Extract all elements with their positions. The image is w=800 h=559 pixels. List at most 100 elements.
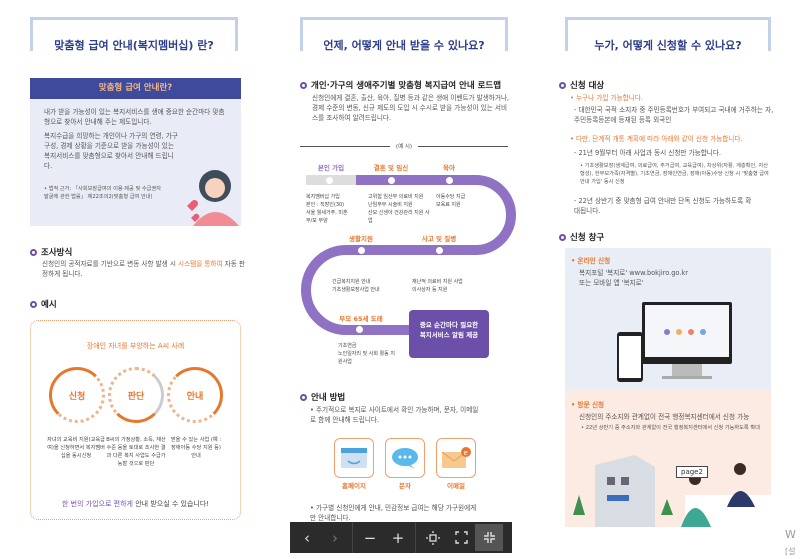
stage-label: 결혼 및 임신 <box>373 164 409 172</box>
channel-label: 문자 <box>399 482 411 490</box>
roadmap-text: 신청인에게 결혼, 출산, 육아, 질병 등과 같은 생애 이벤트가 발생하거나… <box>312 94 510 122</box>
stage-label: 사고 및 질병 <box>421 235 457 243</box>
footer-highlight: 한 번의 가입으로 편하게 <box>61 500 133 508</box>
stage-item: 기초연금 <box>338 343 357 349</box>
example-divider: (예 시) <box>300 142 509 150</box>
shrink-icon <box>483 532 495 543</box>
survey-method-text: 신청인의 공적자료를 기반으로 변동 사항 발생 시 시스템을 통하여 자동 판… <box>42 259 247 279</box>
exit-fullscreen-button[interactable] <box>475 524 503 551</box>
page-title: 맞춤형 급여 안내(복지멤버십) 란? <box>54 39 214 52</box>
target-point-1: • 누구나 가입 가능합니다. <box>570 94 643 102</box>
svg-text:e: e <box>464 449 468 457</box>
page-title-box: 맞춤형 급여 안내(복지멤버십) 란? <box>30 17 238 53</box>
target-point-2: • 다만, 단계적 개통 계획에 따라 아래와 같이 신청 가능합니다. <box>570 135 743 143</box>
stage-label: 육아 <box>443 164 455 172</box>
stage-item: 산모 신생아 건강관리 지원 사업 <box>368 210 430 224</box>
document-page-1: 맞춤형 급여 안내(복지멤버십) 란? 맞춤형 급여 안내란? 내가 받을 가능… <box>22 0 250 559</box>
visit-title: • 방문 신청 <box>571 401 605 409</box>
footer-text: 안내 받으실 수 있습니다! <box>132 500 210 508</box>
step-description: 자녀의 교육비 지원(교육급여)을 신청하면서 복지멤버십을 동시신청 <box>47 437 105 459</box>
previous-page-button[interactable]: ‹ <box>293 524 321 551</box>
bullet-icon <box>30 248 37 256</box>
target-point-2-expansion: - 22년 상반기 중 맞춤형 급여 안내만 단독 신청도 가능하도록 확대됩니… <box>574 197 752 215</box>
zoom-in-button[interactable]: + <box>384 524 412 551</box>
stage-item: 기초생활보장사업 안내 <box>332 287 380 293</box>
step-label: 판단 <box>127 391 145 402</box>
stage-item: 부/모 부양 <box>306 218 328 224</box>
page-title-box: 누가, 어떻게 신청할 수 있나요? <box>565 17 771 53</box>
side-text: W <box>785 528 796 541</box>
heading-text: 개인·가구의 생애주기별 맞춤형 복지급여 안내 로드맵 <box>311 81 502 91</box>
document-page-2: 언제, 어떻게 안내 받을 수 있나요? 개인·가구의 생애주기별 맞춤형 복지… <box>286 0 518 559</box>
chevron-left-icon: ‹ <box>304 528 310 547</box>
example-title: 장애인 자녀를 부양하는 A씨 사례 <box>86 342 185 350</box>
stage-item: 노인일자리 및 사회 활동 지원사업 <box>338 351 395 365</box>
stage-item: 난임부부 시술비 지원 <box>368 202 413 208</box>
highlight-text: 시스템을 통하여 <box>178 260 223 268</box>
step-label: 안내 <box>186 391 204 402</box>
fit-page-button[interactable] <box>419 524 447 551</box>
toolbar-divider <box>352 522 353 553</box>
stage-item: 아동수당 지급 <box>436 194 466 200</box>
method-heading: 안내 방법 <box>300 391 345 403</box>
target-point-1-detail: - 대한민국 국적 소지자 중 주민등록번호가 부여되고 국내에 거주하는 자,… <box>574 106 774 124</box>
heading-text: 신청 대상 <box>570 81 605 91</box>
method-text: • 주기적으로 복지로 사이트에서 확인 가능하며, 문자, 이메일로 함께 안… <box>310 406 479 424</box>
example-heading: 예시 <box>30 298 57 310</box>
chevron-right-icon: › <box>332 528 338 547</box>
stage-item: 의사상자 등 지원 <box>412 287 448 293</box>
stage-item: 긴급복지지원 안내 <box>332 279 371 285</box>
definition-box-title: 맞춤형 급여 안내란? <box>30 78 241 99</box>
stage-item: 재난적 의료비 지원 사업 <box>412 279 463 285</box>
definition-text-1: 내가 받을 가능성이 있는 복지서비스를 생애 중요한 순간마다 맞춤형으로 찾… <box>44 108 225 126</box>
definition-text-2: 복지수급을 희망하는 개인이나 가구의 연령, 가구구성, 경제 상황을 기준으… <box>44 132 178 170</box>
roadmap-node <box>446 177 453 184</box>
survey-method-heading: 조사방식 <box>30 246 72 258</box>
stage-item: 본인 : 직장인(30) <box>306 202 345 208</box>
step-description: 받을 수 있는 사업 (예 : 장애아동 수당 지원 등) 안내 <box>170 437 222 459</box>
text: 신청인의 공적자료를 기반으로 변동 사항 발생 시 <box>42 260 178 268</box>
roadmap-node <box>358 247 365 254</box>
bullet-icon <box>300 81 307 89</box>
channel-label: 이메일 <box>447 482 465 490</box>
visit-application-box: • 방문 신청 신청인의 주소지와 관계없이 전국 행정복지센터에서 신청 가능… <box>565 390 771 527</box>
step-circle-judge: 판단 <box>108 367 164 423</box>
fullscreen-button[interactable] <box>447 524 475 551</box>
text: 자동 판정하게 됩니다. <box>42 260 245 278</box>
homepage-icon <box>334 438 374 478</box>
stage-label: 본인 가입 <box>317 164 345 172</box>
roadmap-node <box>436 247 443 254</box>
roadmap-node <box>326 177 333 184</box>
roadmap-node <box>356 326 363 333</box>
target-point-2-detail: - 21년 9월부터 아래 사업과 동시 신청만 가능합니다. <box>574 149 721 157</box>
plus-icon: + <box>391 528 405 547</box>
example-footer: 한 번의 가입으로 편하게 안내 받으실 수 있습니다! <box>31 499 240 509</box>
viewer-toolbar: ‹ › − + <box>290 522 512 553</box>
message-icon <box>385 438 425 478</box>
minus-icon: − <box>363 528 377 547</box>
expand-icon <box>454 531 468 544</box>
computer-and-phone-illustration <box>617 302 732 388</box>
bullet-icon <box>559 233 566 241</box>
online-application-box: • 온라인 신청 복지포털 '복지로' www.bokjiro.go.kr 또는… <box>565 248 771 390</box>
page-title: 언제, 어떻게 안내 받을 수 있나요? <box>323 39 485 52</box>
next-page-button[interactable]: › <box>321 524 349 551</box>
email-icon: e <box>436 438 476 478</box>
channel-label: 홈페이지 <box>342 482 366 490</box>
roadmap-callout: 중요 순간마다 필요한 복지서비스 알림 제공 <box>409 310 489 358</box>
bullet-icon <box>30 300 37 308</box>
page-title-box: 언제, 어떻게 안내 받을 수 있나요? <box>300 17 508 53</box>
community-center-illustration <box>565 455 771 531</box>
page-label-tooltip: page2 <box>676 466 708 478</box>
bullet-icon <box>300 393 307 401</box>
roadmap-node <box>388 177 395 184</box>
zoom-out-button[interactable]: − <box>356 524 384 551</box>
definition-box: 맞춤형 급여 안내란? 내가 받을 가능성이 있는 복지서비스를 생애 중요한 … <box>30 78 241 226</box>
page-title: 누가, 어떻게 신청할 수 있나요? <box>594 39 742 52</box>
fit-center-icon <box>426 530 440 545</box>
roadmap-heading: 개인·가구의 생애주기별 맞춤형 복지급여 안내 로드맵 <box>300 79 501 91</box>
target-heading: 신청 대상 <box>559 79 604 91</box>
step-description: B씨의 가정상황, 소득, 재산 수준 등을 토대로 조사한 결과 다른 복지 … <box>106 437 166 467</box>
